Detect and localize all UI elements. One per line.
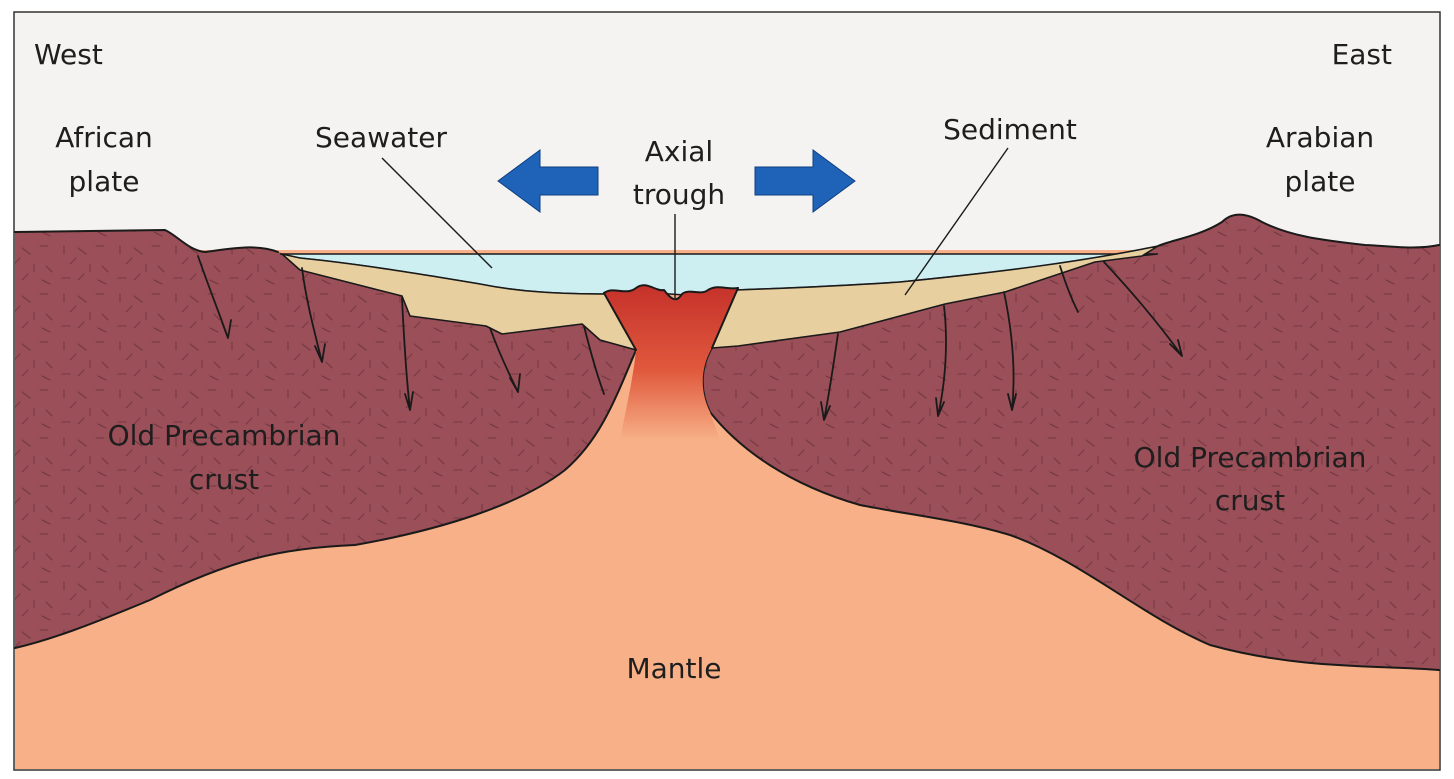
- east-label: East: [1332, 38, 1392, 71]
- west-crust-label-line-2: crust: [189, 463, 259, 496]
- sediment-label: Sediment: [943, 113, 1077, 146]
- east-sediment-layer: [711, 245, 1159, 349]
- african-plate-label-line-2: plate: [69, 165, 140, 198]
- east-crust-block: [701, 213, 1440, 671]
- west-crust-label-line-1: Old Precambrian: [108, 419, 341, 452]
- east-crust-label-line-2: crust: [1215, 484, 1285, 517]
- arrow-left-icon: [497, 149, 599, 213]
- sediment-leader-line: [904, 147, 1009, 296]
- seawater-leader-line: [381, 157, 493, 269]
- arrow-right-icon: [754, 149, 856, 213]
- west-label: West: [34, 38, 103, 71]
- mantle-label: Mantle: [626, 652, 721, 685]
- west-crust-block: [14, 229, 637, 649]
- axial-trough-label-line-2: trough: [633, 178, 725, 211]
- west-sediment-layer: [281, 253, 637, 351]
- axial-trough-label-line-1: Axial: [645, 135, 713, 168]
- magma-conduit: [604, 285, 738, 440]
- east-crust-label-line-1: Old Precambrian: [1134, 441, 1367, 474]
- arabian-plate-label-line-2: plate: [1285, 165, 1356, 198]
- arabian-plate-label-line-1: Arabian: [1266, 121, 1374, 154]
- east-fault-lines: [820, 261, 1183, 421]
- seawater-label: Seawater: [315, 121, 447, 154]
- african-plate-label-line-1: African: [55, 121, 153, 154]
- west-fault-lines: [197, 255, 605, 411]
